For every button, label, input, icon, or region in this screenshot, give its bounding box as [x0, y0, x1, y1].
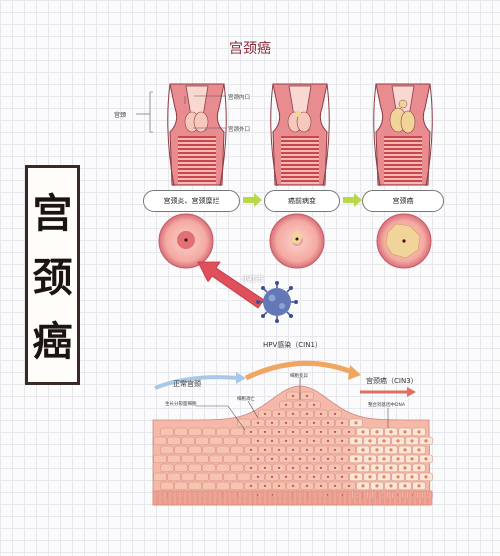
- label-dividing-cells: 生长分裂面细胞: [165, 402, 197, 407]
- cervix-disc-3: [376, 213, 432, 269]
- internal-os-label: 宫颈内口: [228, 95, 251, 101]
- watermark: 小红书: [242, 275, 263, 283]
- stage-arrow-2: [343, 193, 362, 207]
- stage-label-1: 宫颈炎、宫颈糜烂: [143, 190, 240, 212]
- progression-arrow-orange: [244, 360, 353, 381]
- normal-cervix-label: 正常宫颈: [173, 380, 201, 388]
- stage-arrow-1: [243, 193, 262, 207]
- cervix-label: 宫颈: [114, 112, 127, 119]
- hpv-virus-icon: [256, 281, 298, 323]
- side-char-2: 颈: [32, 254, 73, 301]
- page-title: 宫颈癌: [229, 41, 271, 57]
- cervix-disc-2: [269, 213, 325, 269]
- label-integrated-dna: 整合到基因中DNA: [368, 403, 405, 408]
- label-cell-mutation: 细胞变异: [290, 374, 308, 379]
- cancer-cin3-label: 宫颈癌（CIN3）: [366, 377, 418, 385]
- side-char-1: 宫: [32, 190, 73, 237]
- progression-arrow-blue: [154, 375, 239, 390]
- anatomy-pointers: [136, 91, 226, 133]
- epithelium-tissue: [152, 385, 433, 506]
- cervix-disc-1: [158, 213, 214, 269]
- tissue-callouts: [196, 378, 389, 431]
- stage-label-2: 癌前病变: [264, 190, 340, 212]
- hpv-cin1-label: HPV感染（CIN1）: [263, 341, 322, 349]
- cervix-illustration-1: [167, 83, 227, 187]
- hpv-infection-arrow: [197, 261, 265, 309]
- side-label-box: [25, 165, 80, 385]
- cervix-illustration-2: [270, 83, 330, 187]
- stage-label-3: 宫颈癌: [362, 190, 444, 212]
- side-char-3: 癌: [32, 318, 73, 365]
- external-os-label: 宫颈外口: [228, 127, 251, 133]
- label-apoptosis: 细胞凋亡: [237, 397, 255, 402]
- side-label: 宫 颈 癌: [25, 182, 80, 374]
- cervix-illustration-3: [373, 83, 433, 187]
